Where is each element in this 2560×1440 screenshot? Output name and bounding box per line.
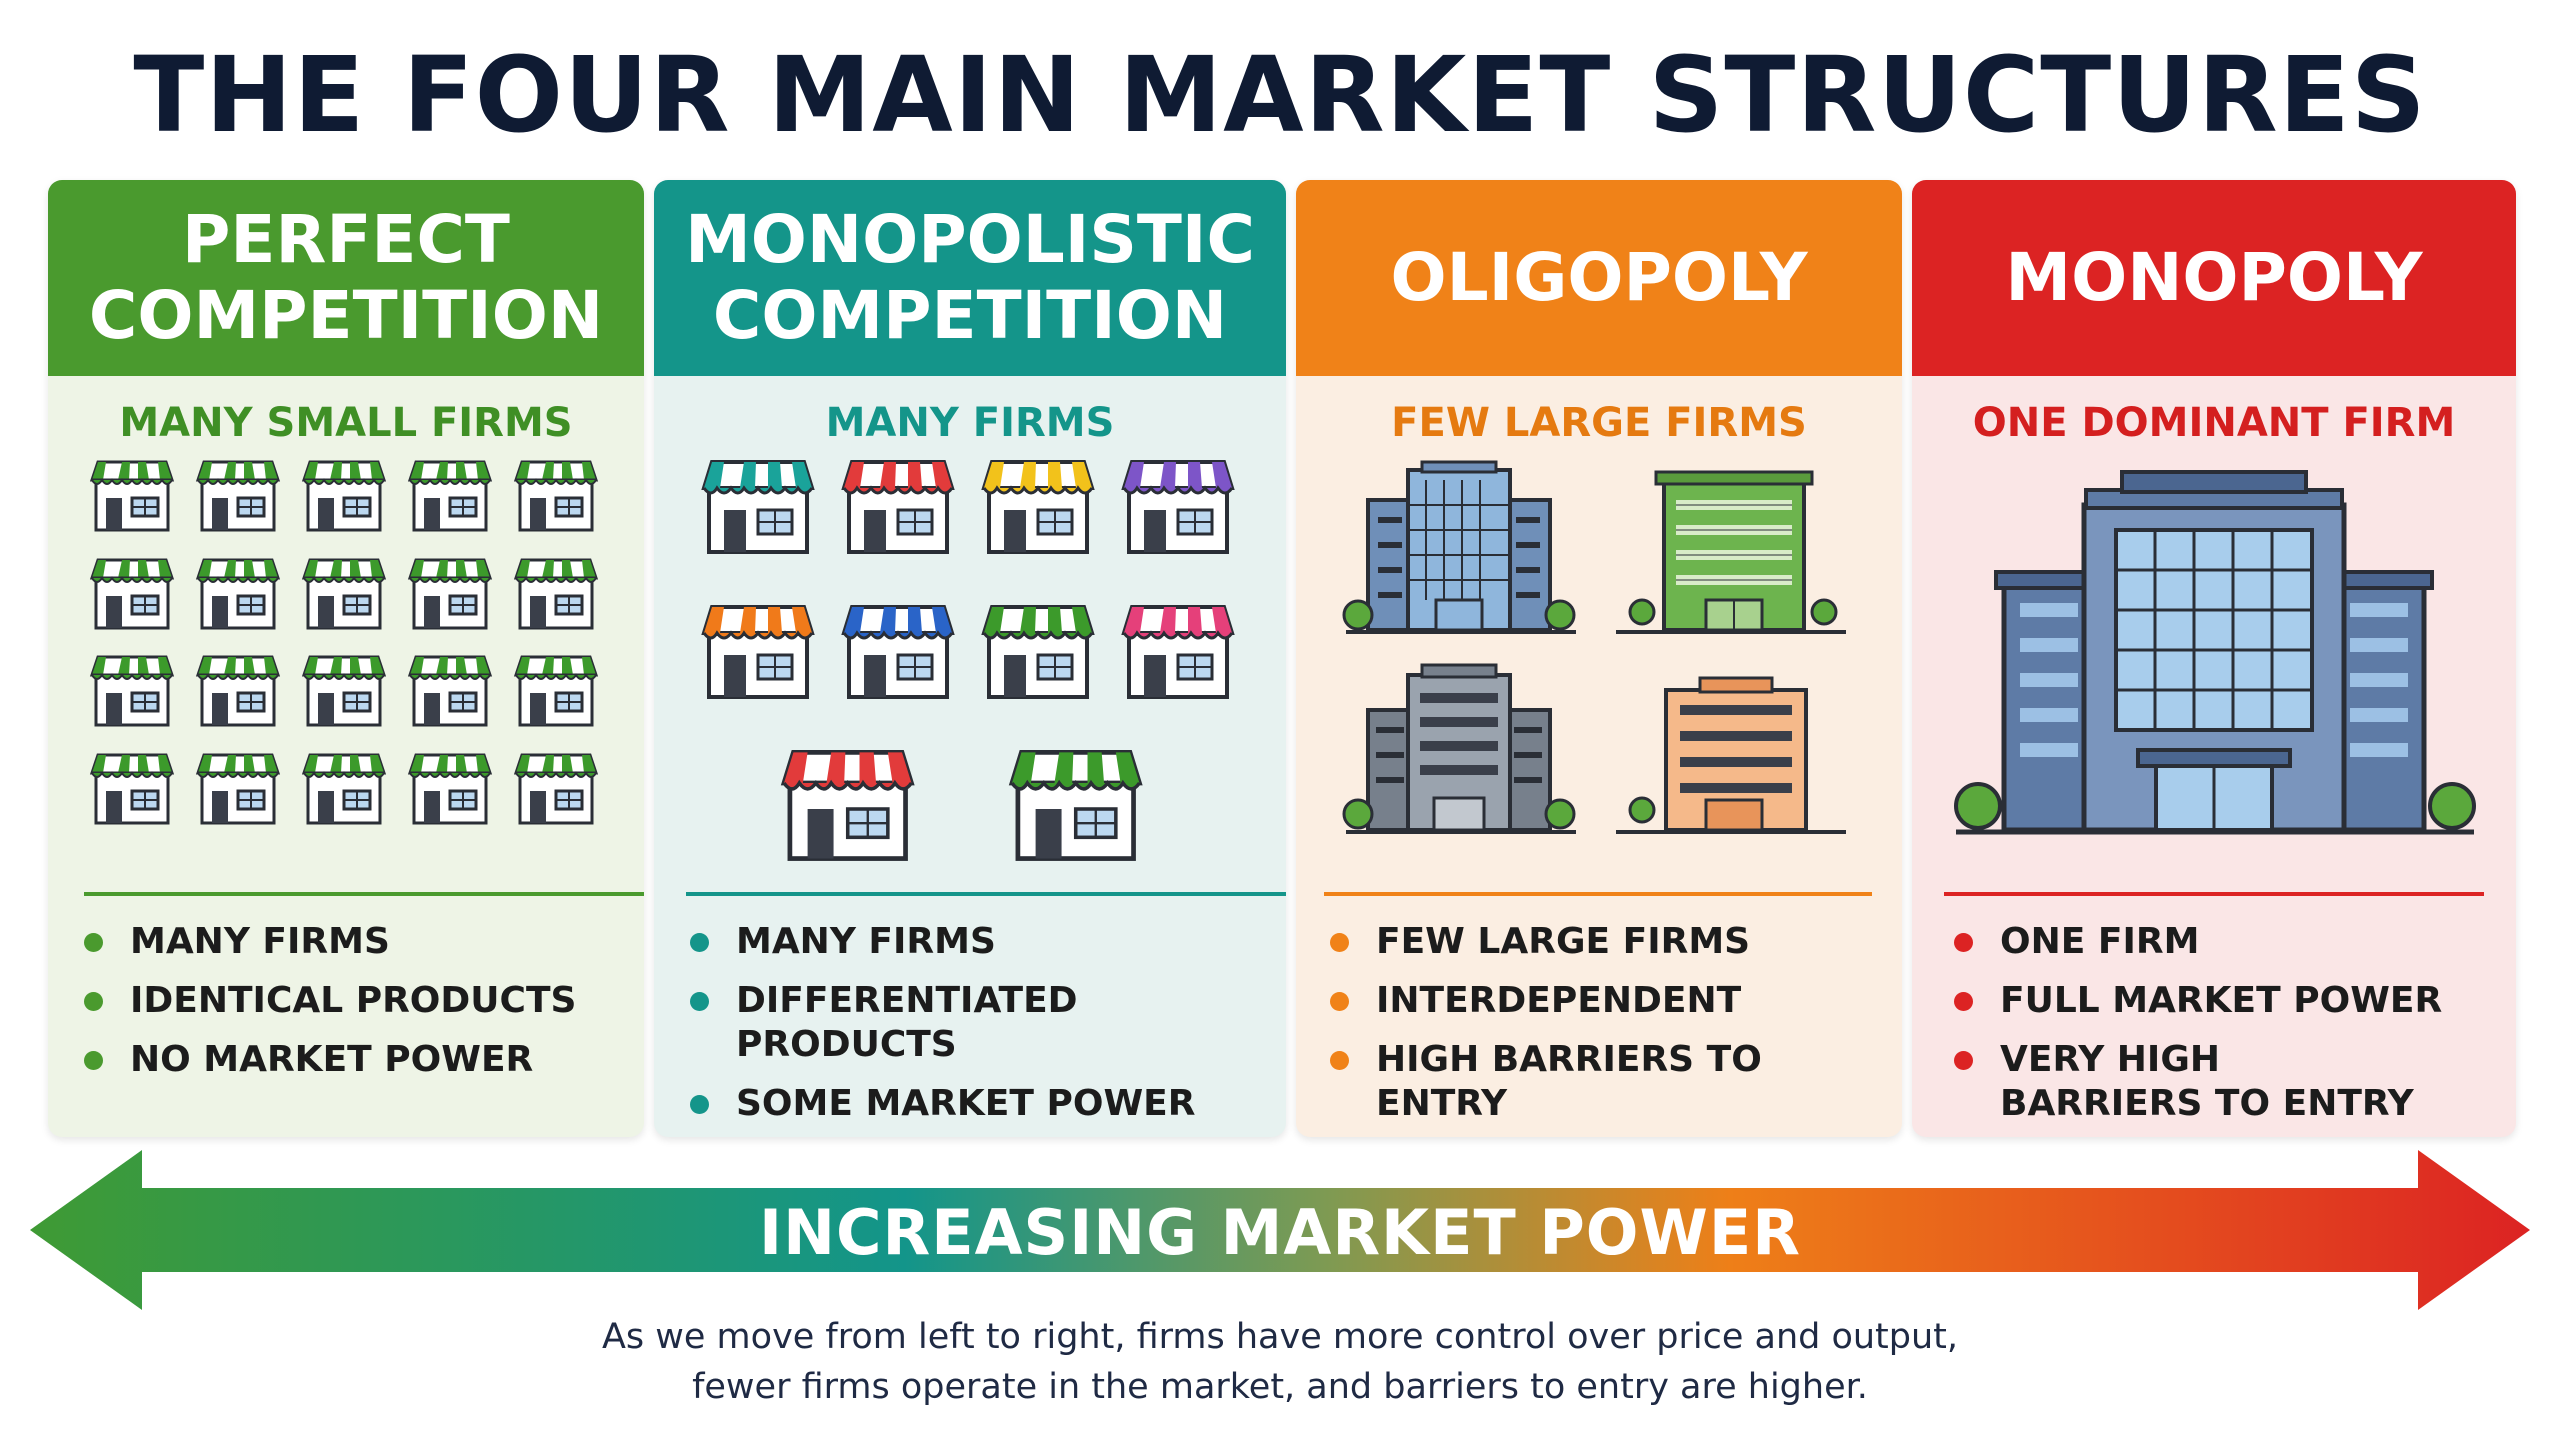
card-header: MONOPOLISTIC COMPETITION	[654, 180, 1286, 376]
shop-icon	[784, 752, 911, 858]
shop-icon	[982, 460, 1094, 554]
shop-icon	[702, 605, 814, 699]
bullet-list: ONE FIRM FULL MARKET POWER VERY HIGH BAR…	[1954, 920, 2442, 1137]
card-title-line1: OLIGOPOLY	[1390, 239, 1808, 316]
bullet-item: FEW LARGE FIRMS	[1330, 920, 1902, 964]
card-monopoly: MONOPOLY ONE DOMINANT FIRM ONE FIRM FULL…	[1912, 180, 2516, 1137]
bullet-item: MANY FIRMS	[84, 920, 576, 964]
card-divider	[686, 892, 1286, 896]
office-building-icon	[1342, 663, 1576, 834]
page-title: THE FOUR MAIN MARKET STRUCTURES	[133, 34, 2427, 156]
shop-icon	[1122, 605, 1234, 699]
bullet-list: MANY FIRMS DIFFERENTIATED PRODUCTS SOME …	[690, 920, 1286, 1137]
card-header: PERFECT COMPETITION	[48, 180, 644, 376]
bullet-item: HIGH BARRIERS TO ENTRY	[1330, 1038, 1902, 1126]
card-title-line1: MONOPOLY	[2005, 239, 2423, 316]
card-title-line1: MONOPOLISTIC	[685, 201, 1255, 278]
shop-icon	[702, 460, 814, 554]
card-perfect-competition: PERFECT COMPETITION MANY SMALL FIRMS	[48, 180, 644, 1137]
shop-icon	[1122, 460, 1234, 554]
office-building-icon	[1616, 676, 1846, 834]
bullet-item: VERY HIGH BARRIERS TO ENTRY	[1954, 1038, 2420, 1126]
card-oligopoly: OLIGOPOLY FEW LARGE FIRMS	[1296, 180, 1902, 1137]
caption: As we move from left to right, firms hav…	[0, 1312, 2560, 1412]
bullet-list: FEW LARGE FIRMS INTERDEPENDENT HIGH BARR…	[1330, 920, 1902, 1137]
card-header: OLIGOPOLY	[1296, 180, 1902, 376]
multicolor-awning-shop-icons	[702, 460, 1234, 880]
striped-awning-shop-icons-top	[90, 460, 598, 630]
card-subtitle: ONE DOMINANT FIRM	[1972, 400, 2456, 446]
caption-line1: As we move from left to right, firms hav…	[601, 1317, 1959, 1357]
card-divider	[1944, 892, 2484, 896]
bullet-item: FULL MARKET POWER	[1954, 979, 2442, 1023]
card-divider	[84, 892, 644, 896]
shop-icon	[842, 605, 954, 699]
card-subtitle: MANY SMALL FIRMS	[119, 400, 573, 446]
shop-icon	[842, 460, 954, 554]
bullet-item: INTERDEPENDENT	[1330, 979, 1902, 1023]
card-header: MONOPOLY	[1912, 180, 2516, 376]
arrow-label: INCREASING MARKET POWER	[759, 1196, 1801, 1269]
card-title-line1: PERFECT	[182, 201, 510, 278]
office-building-icon	[1616, 470, 1846, 634]
card-divider	[1324, 892, 1872, 896]
bullet-item: IDENTICAL PRODUCTS	[84, 979, 576, 1023]
bullet-item: DIFFERENTIATED PRODUCTS	[690, 979, 1286, 1067]
shop-icon	[1012, 752, 1139, 858]
caption-line2: fewer firms operate in the market, and b…	[692, 1367, 1868, 1407]
office-building-icon	[1342, 460, 1576, 634]
bullet-item: SOME MARKET POWER	[690, 1082, 1286, 1126]
bullet-list: MANY FIRMS IDENTICAL PRODUCTS NO MARKET …	[84, 920, 576, 1097]
card-monopolistic-competition: MONOPOLISTIC COMPETITION MANY FIRMS MANY…	[654, 180, 1286, 1137]
bullet-item: ONE FIRM	[1954, 920, 2442, 964]
bullet-item: NO MARKET POWER	[84, 1038, 576, 1082]
large-corporate-building-icon	[1954, 470, 2476, 835]
card-title-line2: COMPETITION	[88, 277, 604, 354]
card-subtitle: FEW LARGE FIRMS	[1391, 400, 1807, 446]
card-subtitle: MANY FIRMS	[825, 400, 1115, 446]
double-headed-gradient-arrow	[30, 1150, 2530, 1310]
card-title-line2: COMPETITION	[712, 277, 1228, 354]
office-building-icons	[1342, 460, 1846, 834]
shop-icon	[982, 605, 1094, 699]
bullet-item: MANY FIRMS	[690, 920, 1286, 964]
